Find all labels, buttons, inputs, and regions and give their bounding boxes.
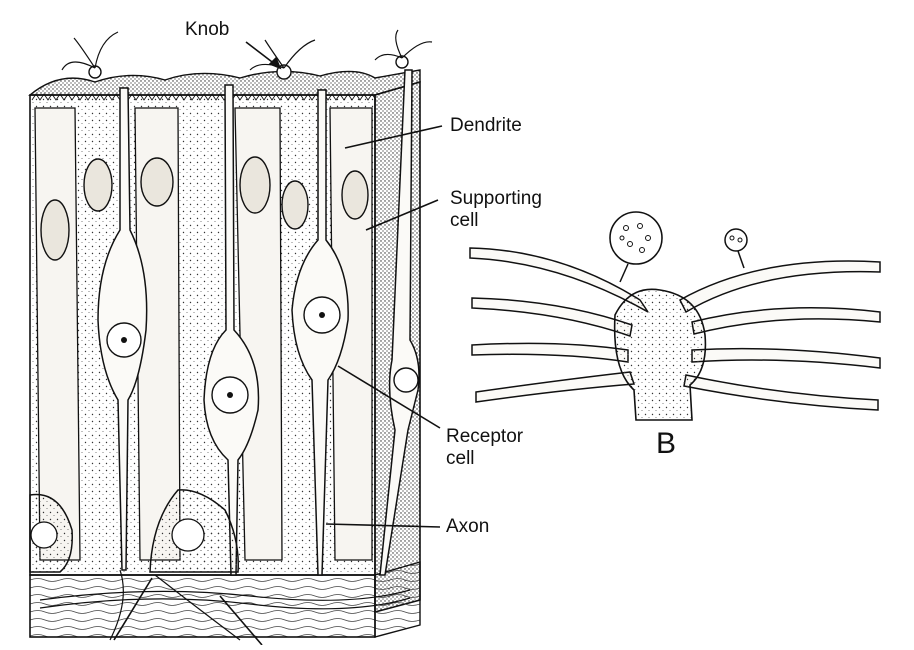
basal-nucleus — [171, 518, 205, 552]
label-dendrite: Dendrite — [450, 115, 522, 136]
receptor-cell-leader — [337, 365, 441, 429]
cilia — [61, 29, 433, 71]
epithelium-block — [28, 29, 433, 641]
dendrite-leader — [344, 125, 443, 149]
label-panel-b: B — [656, 427, 677, 460]
nucleus — [83, 158, 113, 212]
vesicle-large-contents — [619, 223, 651, 253]
nucleus — [40, 199, 70, 261]
supporting-cell-leader — [365, 199, 439, 231]
basal-nucleus — [30, 521, 58, 549]
supporting-cell — [34, 107, 81, 561]
nucleus — [140, 157, 174, 207]
bottom-leader-2 — [219, 595, 263, 646]
vesicle-small — [724, 228, 748, 252]
supporting-cell — [329, 107, 373, 561]
leader-lines — [113, 41, 443, 646]
receptor-cell — [203, 84, 260, 576]
nucleus — [281, 180, 309, 230]
supporting-cell-nuclei — [40, 156, 369, 261]
axon-bundle — [39, 569, 411, 641]
panel-b-soma — [613, 288, 707, 421]
nucleus — [393, 367, 419, 393]
label-knob: Knob — [185, 19, 230, 40]
knob — [395, 55, 409, 69]
bottom-leader-1 — [113, 577, 153, 641]
nucleus — [341, 170, 369, 220]
axon-leader — [325, 523, 441, 528]
lamina-propria — [29, 574, 376, 638]
nucleoli — [121, 312, 325, 398]
panel-b-processes — [469, 247, 881, 411]
label-axon: Axon — [446, 516, 490, 537]
label-supporting-cell: Supporting cell — [450, 188, 542, 231]
label-receptor-cell: Receptor cell — [446, 426, 524, 469]
nucleus — [239, 156, 271, 214]
lamina-propria-side — [374, 561, 421, 638]
receptor-cell — [379, 69, 420, 576]
panel-b-neuron — [469, 211, 881, 421]
vesicle-large — [609, 211, 663, 265]
